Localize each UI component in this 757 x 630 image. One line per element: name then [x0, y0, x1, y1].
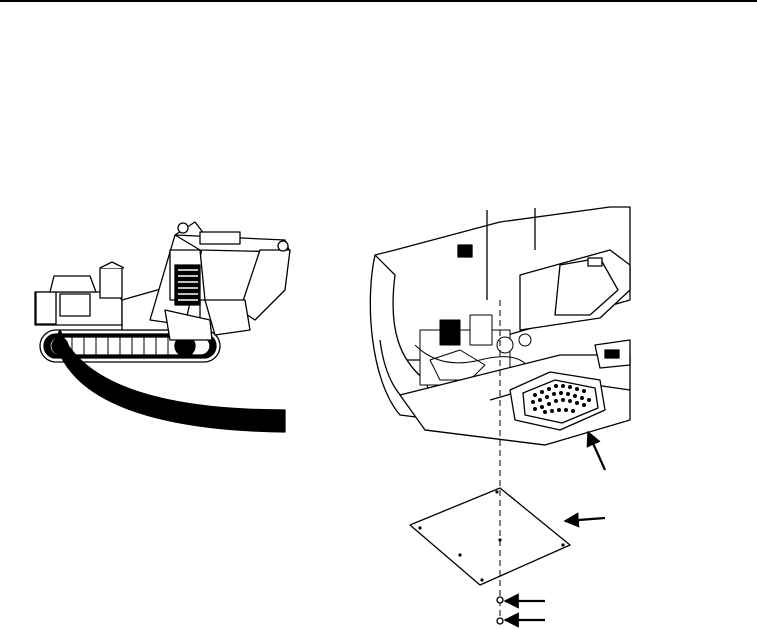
excavator-swing-arc — [54, 329, 286, 433]
callout-arrow — [563, 512, 606, 528]
access-cover-plate — [409, 487, 571, 586]
callout-arrows — [503, 430, 607, 628]
excavator-boom — [149, 221, 291, 341]
callout-arrow — [586, 430, 607, 471]
machine-underside-illustration — [369, 206, 631, 625]
ventilation-grille — [509, 371, 606, 431]
page-top-rule — [0, 0, 757, 2]
cat-logo-icon — [457, 244, 473, 258]
mounting-bolt — [496, 596, 504, 625]
excavator-illustration — [34, 221, 291, 433]
